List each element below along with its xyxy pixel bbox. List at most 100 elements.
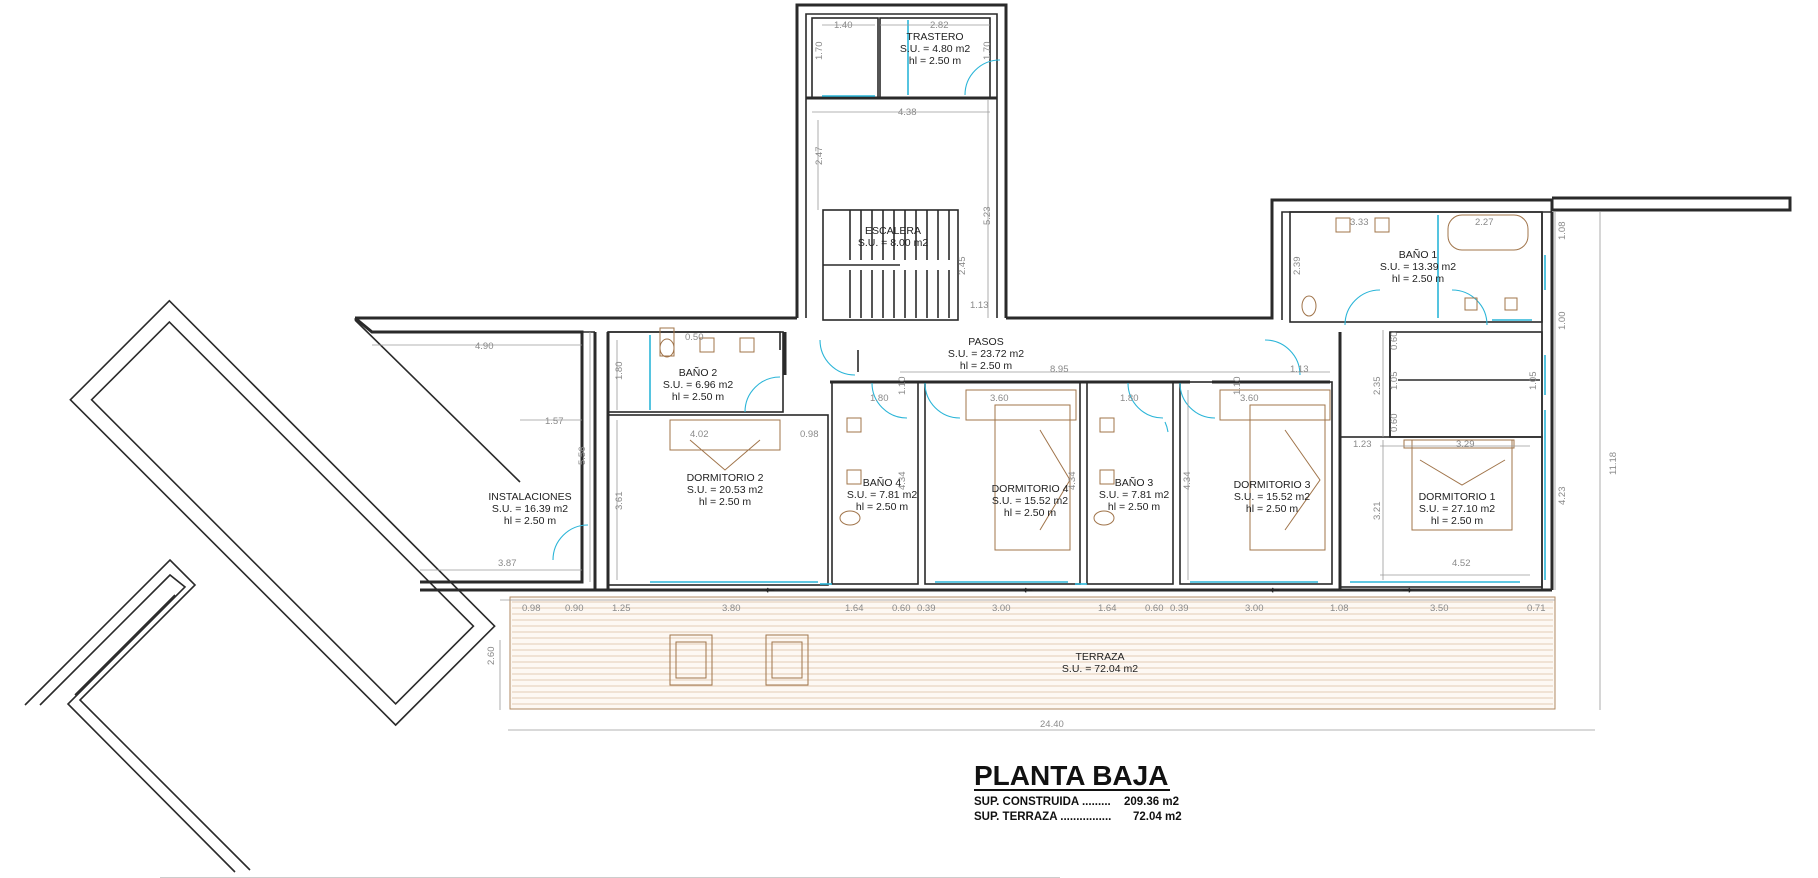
room-trastero: TRASTERO S.U. = 4.80 m2 hl = 2.50 m — [900, 31, 970, 67]
dimension-lines — [372, 24, 1601, 731]
dim-label: 1.80 — [614, 362, 625, 381]
room-height: hl = 2.50 m — [909, 55, 961, 67]
sup-terraza-value: 72.04 m2 — [1133, 811, 1182, 823]
room-name: BAÑO 1 — [1399, 248, 1438, 261]
room-name: TRASTERO — [906, 31, 963, 43]
room-height: hl = 2.50 m — [1004, 507, 1056, 519]
dim-label: 1.05 — [1389, 372, 1400, 391]
dim-label: 2.82 — [930, 20, 949, 31]
dim-label: 4.52 — [1452, 558, 1471, 569]
dim-label: 0.39 — [1170, 603, 1189, 614]
room-labels: TRASTERO S.U. = 4.80 m2 hl = 2.50 m ESCA… — [488, 31, 1495, 675]
dim-label: 1.70 — [982, 42, 993, 61]
glazing — [649, 20, 1546, 585]
dim-label: 0.60 — [1389, 332, 1400, 351]
interior-walls — [607, 17, 1543, 590]
dim-label: 0.98 — [800, 429, 819, 440]
room-height: hl = 2.50 m — [1392, 273, 1444, 285]
dim-label: 0.71 — [1527, 603, 1546, 614]
dim-label: 4.38 — [898, 107, 917, 118]
room-height: hl = 2.50 m — [672, 391, 724, 403]
dim-label: 3.33 — [1350, 217, 1369, 228]
left-arrow-icon: ← — [1023, 583, 1033, 597]
room-area: S.U. = 16.39 m2 — [492, 503, 568, 515]
room-name: ESCALERA — [865, 225, 921, 237]
room-height: hl = 2.50 m — [699, 496, 751, 508]
dim-label: 3.00 — [1245, 603, 1264, 614]
doors — [552, 59, 1488, 561]
room-height: hl = 2.50 m — [1108, 501, 1160, 513]
dim-label: 2.39 — [1292, 257, 1303, 276]
dim-label: 1.70 — [814, 42, 825, 61]
dim-label: 1.08 — [1557, 222, 1568, 241]
dim-label: 1.80 — [1120, 393, 1139, 404]
room-bano4: BAÑO 4 S.U. = 7.81 m2 hl = 2.50 m — [847, 476, 917, 513]
dim-label: 3.87 — [498, 558, 517, 569]
room-pasos: PASOS S.U. = 23.72 m2 hl = 2.50 m — [948, 336, 1024, 372]
room-height: hl = 2.50 m — [504, 515, 556, 527]
room-bano1: BAÑO 1 S.U. = 13.39 m2 hl = 2.50 m — [1380, 248, 1456, 285]
room-dormitorio2: DORMITORIO 2 S.U. = 20.53 m2 hl = 2.50 m — [687, 472, 764, 508]
dim-label: 1.57 — [545, 416, 564, 427]
plan-title: PLANTA BAJA — [974, 760, 1168, 791]
dim-label: 2.47 — [814, 147, 825, 166]
dim-label: 3.29 — [1456, 439, 1475, 450]
room-name: DORMITORIO 1 — [1419, 491, 1496, 503]
room-name: TERRAZA — [1075, 651, 1124, 663]
dim-label: 4.34 — [1182, 472, 1193, 491]
room-terraza: TERRAZA S.U. = 72.04 m2 — [1062, 651, 1138, 675]
dim-label: 4.34 — [1067, 472, 1078, 491]
dim-label: 3.60 — [1240, 393, 1259, 404]
dim-label: 1.25 — [612, 603, 631, 614]
dim-label: 1.08 — [1330, 603, 1349, 614]
dim-label: 2.60 — [486, 647, 497, 666]
room-area: S.U. = 4.80 m2 — [900, 43, 970, 55]
room-height: hl = 2.50 m — [856, 501, 908, 513]
room-area: S.U. = 27.10 m2 — [1419, 503, 1495, 515]
pool — [69, 299, 496, 727]
dim-label: 0.50 — [685, 332, 704, 343]
room-instalaciones: INSTALACIONES S.U. = 16.39 m2 hl = 2.50 … — [488, 491, 571, 527]
left-arrow-icon: ← — [1270, 583, 1280, 597]
stair — [822, 209, 959, 321]
dim-label: 1.64 — [1098, 603, 1117, 614]
dim-label: 1.05 — [1528, 372, 1539, 391]
dim-label: 1.23 — [1353, 439, 1372, 450]
dim-label: 1.10 — [897, 377, 908, 396]
dim-label: 4.34 — [897, 472, 908, 491]
room-area: S.U. = 13.39 m2 — [1380, 261, 1456, 273]
dim-label: 3.21 — [1372, 502, 1383, 521]
pool-stair — [24, 319, 521, 873]
dim-label: 1.80 — [870, 393, 889, 404]
room-name: BAÑO 2 — [679, 366, 718, 379]
dim-label: 1.00 — [1557, 312, 1568, 331]
room-dormitorio4: DORMITORIO 4 S.U. = 15.52 m2 hl = 2.50 m — [992, 483, 1069, 519]
dim-label: 3.60 — [990, 393, 1009, 404]
dim-label: 2.27 — [1475, 217, 1494, 228]
dim-label: 8.95 — [1050, 364, 1069, 375]
dimension-labels: 1.40 2.82 1.70 1.70 4.38 2.47 5.23 2.45 … — [475, 20, 1619, 730]
dim-label: 4.90 — [475, 341, 494, 352]
dim-label: 3.80 — [722, 603, 741, 614]
room-dormitorio1: DORMITORIO 1 S.U. = 27.10 m2 hl = 2.50 m — [1419, 491, 1496, 527]
dim-label: 1.40 — [834, 20, 853, 31]
dim-label: 1.13 — [970, 300, 989, 311]
dim-label: 1.13 — [1290, 364, 1309, 375]
dim-label: 3.00 — [992, 603, 1011, 614]
room-name: DORMITORIO 2 — [687, 472, 764, 484]
room-name: BAÑO 3 — [1115, 476, 1154, 489]
room-area: S.U. = 15.52 m2 — [992, 495, 1068, 507]
sup-construida-value: 209.36 m2 — [1124, 796, 1179, 808]
dim-label: 5.56 — [577, 447, 588, 466]
room-dormitorio3: DORMITORIO 3 S.U. = 15.52 m2 hl = 2.50 m — [1234, 479, 1311, 515]
dim-label: 5.23 — [982, 207, 993, 226]
room-height: hl = 2.50 m — [1246, 503, 1298, 515]
dim-label: 0.60 — [1145, 603, 1164, 614]
room-name: INSTALACIONES — [488, 491, 571, 503]
room-area: S.U. = 23.72 m2 — [948, 348, 1024, 360]
dim-label: 2.35 — [1372, 377, 1383, 396]
dim-label: 2.45 — [957, 257, 968, 276]
dim-label: 3.61 — [614, 492, 625, 511]
dim-label: 1.64 — [845, 603, 864, 614]
